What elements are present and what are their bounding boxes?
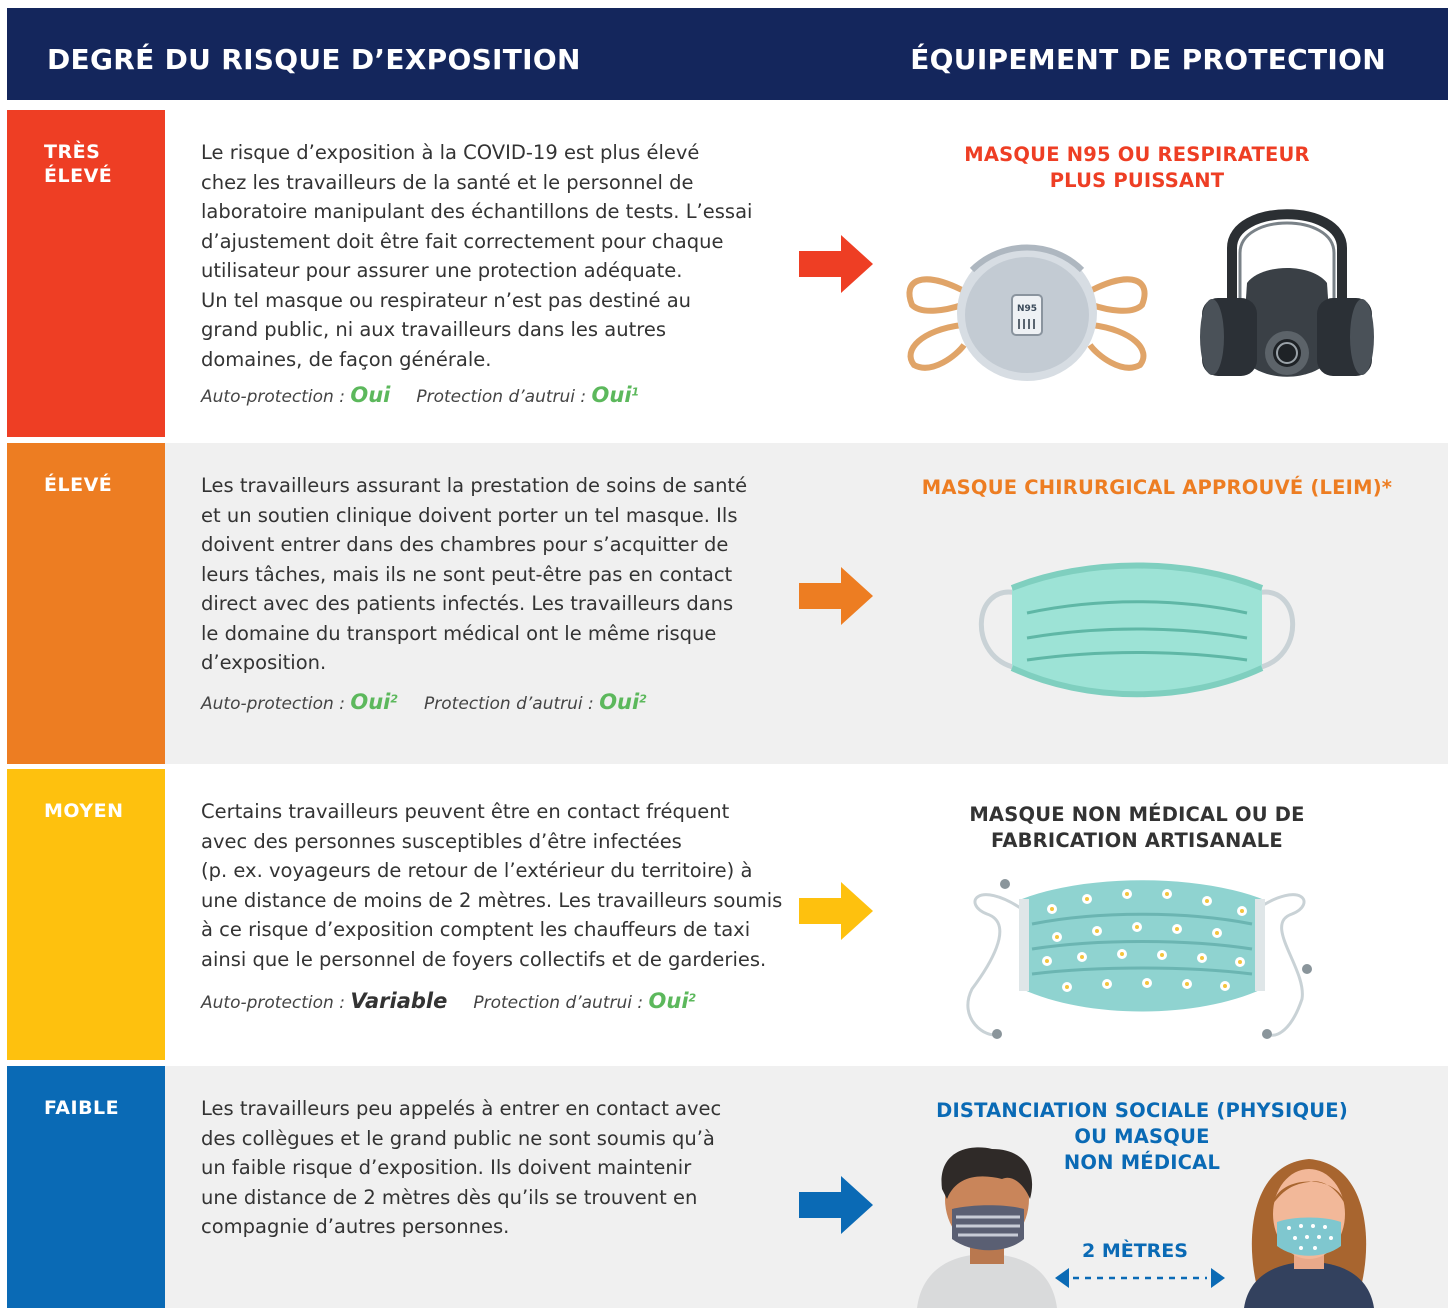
arrow-right-icon [799, 235, 873, 293]
double-arrow-icon [1055, 1268, 1225, 1288]
self-protection-value: Oui [350, 690, 391, 714]
risk-description: Le risque d’exposition à la COVID-19 est… [201, 141, 753, 371]
self-protection-label: Auto-protection : [201, 387, 351, 407]
level-bar-medium: MOYEN [7, 769, 165, 1060]
footnote-marker: 2 [639, 692, 647, 706]
risk-description: Certains travailleurs peuvent être en co… [201, 800, 783, 971]
others-protection-label: Protection d’autrui : [424, 694, 600, 714]
others-protection-label: Protection d’autrui : [416, 387, 592, 407]
self-protection-label: Auto-protection : [201, 694, 351, 714]
arrow-right-icon [799, 567, 873, 625]
distance-label: 2 MÈTRES [1082, 1240, 1188, 1262]
level-label: FAIBLE [44, 1097, 120, 1119]
others-protection-label: Protection d’autrui : [473, 993, 649, 1013]
risk-row-low: FAIBLE Les travailleurs peu appelés à en… [7, 1066, 1448, 1308]
risk-level-heading: DEGRÉ DU RISQUE D’EXPOSITION [47, 43, 581, 76]
others-protection-value: Oui [599, 690, 640, 714]
protection-line: Auto-protection : Variable Protection d’a… [201, 989, 696, 1013]
header-banner: DEGRÉ DU RISQUE D’EXPOSITION ÉQUIPEMENT … [7, 8, 1448, 100]
level-label: MOYEN [44, 800, 124, 822]
n95-mask-icon: N95 [906, 244, 1148, 381]
others-protection-value: Oui [591, 383, 632, 407]
level-label: ÉLEVÉ [44, 474, 113, 496]
self-protection-value: Oui [350, 383, 391, 407]
respirator-icon [1200, 209, 1374, 377]
equipment-title: DISTANCIATION SOCIALE (PHYSIQUE) OU MASQ… [936, 1099, 1348, 1174]
cloth-mask-icon [966, 879, 1312, 1039]
level-label: TRÈS ÉLEVÉ [44, 141, 113, 187]
surgical-mask-icon [978, 562, 1296, 698]
footnote-marker: 2 [688, 991, 697, 1005]
n95-text: N95 [1017, 304, 1037, 314]
equipment-title: MASQUE CHIRURGICAL APPROUVÉ (LEIM)* [921, 476, 1393, 499]
others-protection-value: Oui [648, 989, 689, 1013]
risk-description: Les travailleurs peu appelés à entrer en… [201, 1097, 722, 1238]
self-protection-label: Auto-protection : [201, 993, 351, 1013]
equipment-heading: ÉQUIPEMENT DE PROTECTION [910, 43, 1386, 76]
arrow-right-icon [799, 882, 873, 940]
level-bar-very-high: TRÈS ÉLEVÉ [7, 110, 165, 437]
equipment-title: MASQUE NON MÉDICAL OU DE FABRICATION ART… [969, 803, 1305, 852]
footnote-marker: 1 [631, 385, 640, 399]
risk-row-very-high: TRÈS ÉLEVÉ Le risque d’exposition à la C… [7, 110, 1448, 437]
footnote-marker: 2 [390, 692, 399, 706]
woman-masked-icon [1244, 1159, 1374, 1308]
level-bar-low: FAIBLE [7, 1066, 165, 1308]
level-bar-high: ÉLEVÉ [7, 443, 165, 764]
risk-description: Les travailleurs assurant la prestation … [201, 474, 748, 674]
self-protection-value: Variable [350, 989, 448, 1013]
equipment-title: MASQUE N95 OU RESPIRATEUR PLUS PUISSANT [964, 143, 1310, 192]
risk-row-high: ÉLEVÉ Les travailleurs assurant la prest… [7, 443, 1448, 764]
man-masked-icon [917, 1147, 1057, 1308]
arrow-right-icon [799, 1176, 873, 1234]
risk-row-medium: MOYEN Certains travailleurs peuvent être… [7, 769, 1448, 1060]
